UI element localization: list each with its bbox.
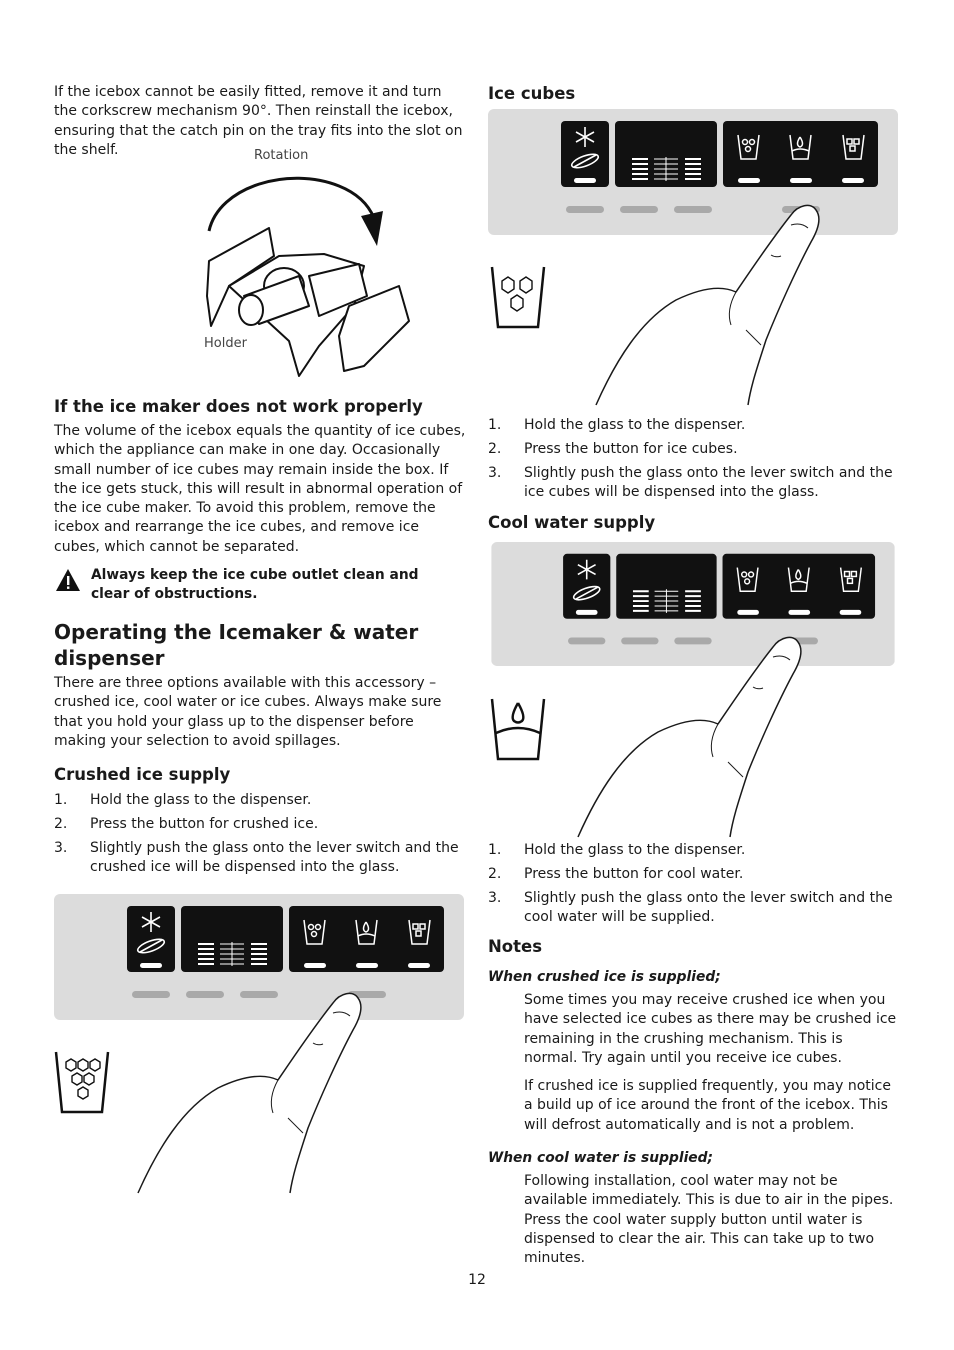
water-step-1: 1. Hold the glass to the dispenser.: [488, 842, 746, 858]
operating-heading: Operating the Icemaker & water dispenser: [54, 620, 419, 670]
crushed-ice-hand-pressing-button: [128, 988, 378, 1198]
cubes-step-2: 2. Press the button for ice cubes.: [488, 441, 738, 457]
note-crushed-text-2: If crushed ice is supplied frequently, y…: [524, 1078, 891, 1133]
water-step-2: 2. Press the button for cool water.: [488, 866, 744, 882]
water-step-3: 3. Slightly push the glass onto the leve…: [488, 890, 893, 926]
crushed-ice-glass-icon: [54, 1051, 110, 1114]
ice-cubes-glass-icon: [490, 266, 546, 329]
corkscrew-diagram: [206, 176, 410, 377]
operating-text: There are three options available with t…: [54, 675, 442, 749]
note-crushed-subheading: When crushed ice is supplied;: [488, 969, 721, 985]
icebox-intro-text: If the icebox cannot be easily fitted, r…: [54, 84, 463, 158]
note-water-subheading: When cool water is supplied;: [488, 1150, 714, 1166]
holder-label: Holder: [204, 336, 247, 351]
crushed-step-2: 2. Press the button for crushed ice.: [54, 816, 319, 832]
icemaker-heading: If the ice maker does not work properly: [54, 397, 423, 416]
crushed-step-3: 3. Slightly push the glass onto the leve…: [54, 840, 459, 876]
crushed-step-1: 1. Hold the glass to the dispenser.: [54, 792, 312, 808]
ice-cubes-hand-pressing-button: [586, 200, 836, 410]
cool-water-hand-pressing-button: [568, 632, 818, 842]
cool-water-glass-icon: [490, 698, 546, 761]
cubes-step-1: 1. Hold the glass to the dispenser.: [488, 417, 746, 433]
crushed-ice-heading: Crushed ice supply: [54, 765, 231, 784]
note-crushed-text-1: Some times you may receive crushed ice w…: [524, 992, 897, 1066]
cool-water-heading: Cool water supply: [488, 513, 656, 532]
warning-text: Always keep the ice cube outlet clean an…: [91, 567, 419, 602]
icebox-rotation-figure: Rotation Holder: [149, 146, 469, 381]
icemaker-text: The volume of the icebox equals the quan…: [54, 423, 466, 555]
notes-heading: Notes: [488, 937, 543, 956]
rotation-label: Rotation: [254, 148, 309, 163]
page-number: 12: [468, 1272, 486, 1288]
note-water-text: Following installation, cool water may n…: [524, 1173, 894, 1267]
ice-cubes-heading: Ice cubes: [488, 84, 576, 103]
cubes-step-3: 3. Slightly push the glass onto the leve…: [488, 465, 893, 501]
warning-icon: [56, 569, 80, 591]
